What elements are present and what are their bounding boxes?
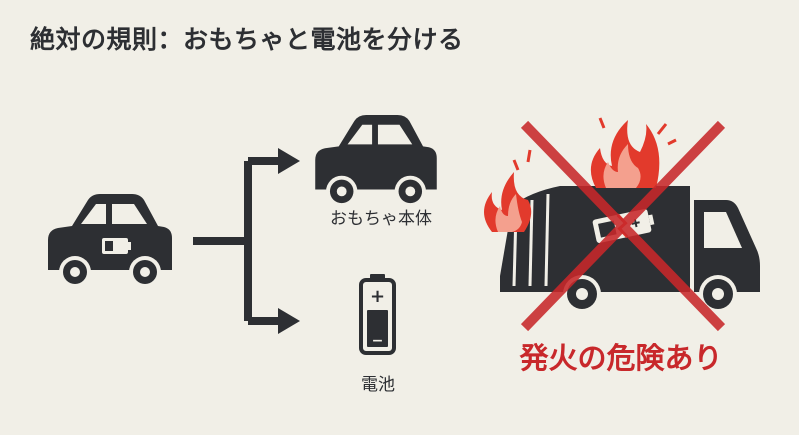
battery-minus-sign: − <box>372 333 384 349</box>
battery-label: 電池 <box>361 375 395 395</box>
arrowheads <box>278 148 300 334</box>
toy-car-icon <box>315 114 437 208</box>
garbage-truck-icon <box>500 186 760 313</box>
page-title: 絶対の規則：おもちゃと電池を分ける <box>30 25 464 54</box>
fire-warning-text: 発火の危険あり <box>519 341 723 375</box>
split-arrow-icon <box>193 157 280 325</box>
cross-mark-icon <box>520 120 726 332</box>
battery-icon: + − <box>359 274 396 355</box>
fire-icon <box>484 117 677 232</box>
toy-car-with-battery-icon <box>48 194 172 288</box>
toy-body-label: おもちゃ本体 <box>330 209 432 229</box>
battery-plus-sign: + <box>370 286 385 307</box>
